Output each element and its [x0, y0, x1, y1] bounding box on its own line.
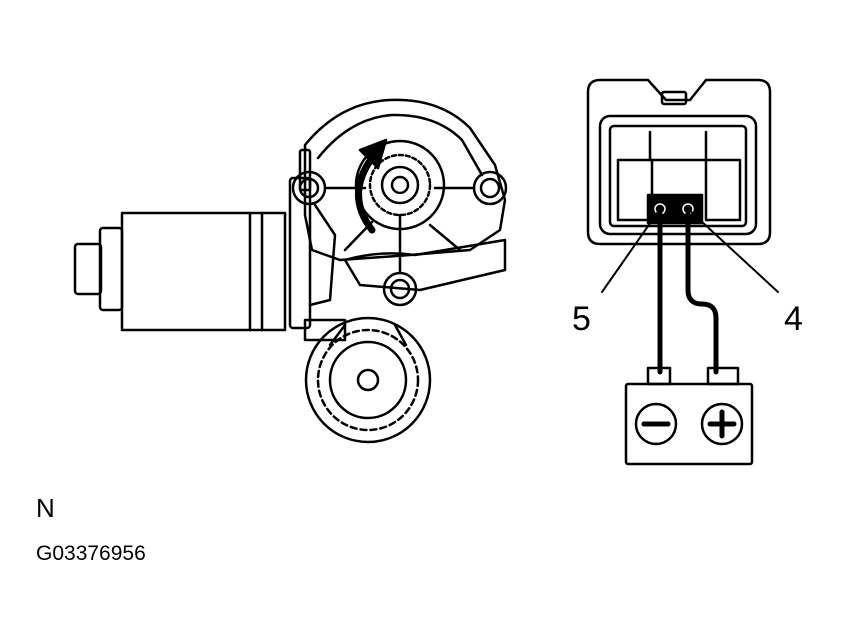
cable-drum	[304, 316, 432, 444]
clockwise-arrow-icon	[355, 138, 388, 234]
connector-latch	[660, 90, 688, 106]
window-regulator-motor	[73, 98, 508, 444]
motor-connector	[586, 78, 772, 246]
minus-terminal-icon	[634, 402, 678, 446]
pin-label-5: 5	[572, 300, 591, 338]
gear-case	[288, 98, 507, 342]
motor-housing	[73, 211, 287, 332]
view-letter: N	[36, 493, 55, 523]
pin-label-4: 4	[784, 300, 803, 338]
leader-line-5	[601, 208, 661, 293]
battery	[624, 366, 754, 466]
figure-code: G03376956	[36, 542, 146, 565]
plus-terminal-icon	[700, 402, 744, 446]
leader-line-4	[687, 208, 779, 293]
test-leads	[657, 211, 719, 375]
positive-lead	[685, 211, 719, 375]
